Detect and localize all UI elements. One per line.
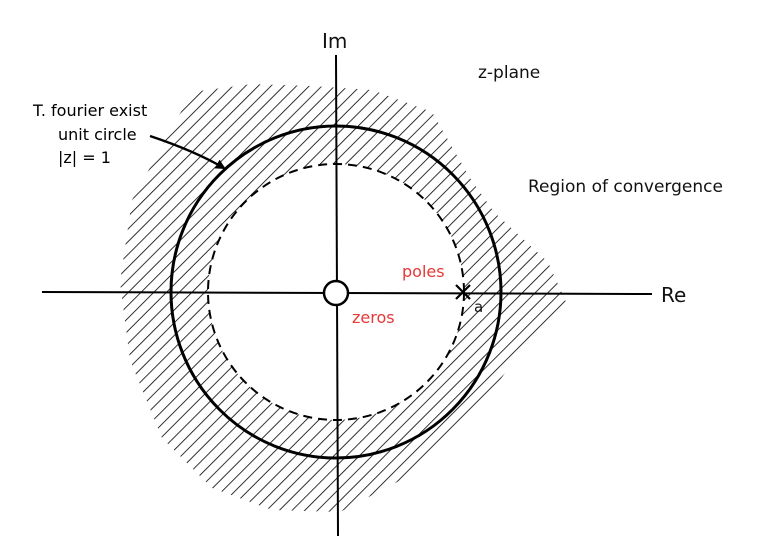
annotation-line-3: |z| = 1 xyxy=(58,148,111,167)
re-axis-label: Re xyxy=(661,283,686,307)
im-axis-label: Im xyxy=(322,29,347,53)
poles-label: poles xyxy=(402,262,445,281)
annotation-arrow xyxy=(149,134,226,170)
zero-marker xyxy=(322,279,350,307)
annotation-line-1: T. fourier exist xyxy=(32,101,147,120)
unit-circle xyxy=(169,124,503,460)
pole-marker xyxy=(455,284,471,300)
zeros-label: zeros xyxy=(352,308,395,327)
pole-value-label: a xyxy=(474,298,483,316)
annotation-line-2: unit circle xyxy=(58,125,137,144)
region-of-convergence-label: Region of convergence xyxy=(528,177,723,197)
z-plane-label: z-plane xyxy=(478,63,540,83)
